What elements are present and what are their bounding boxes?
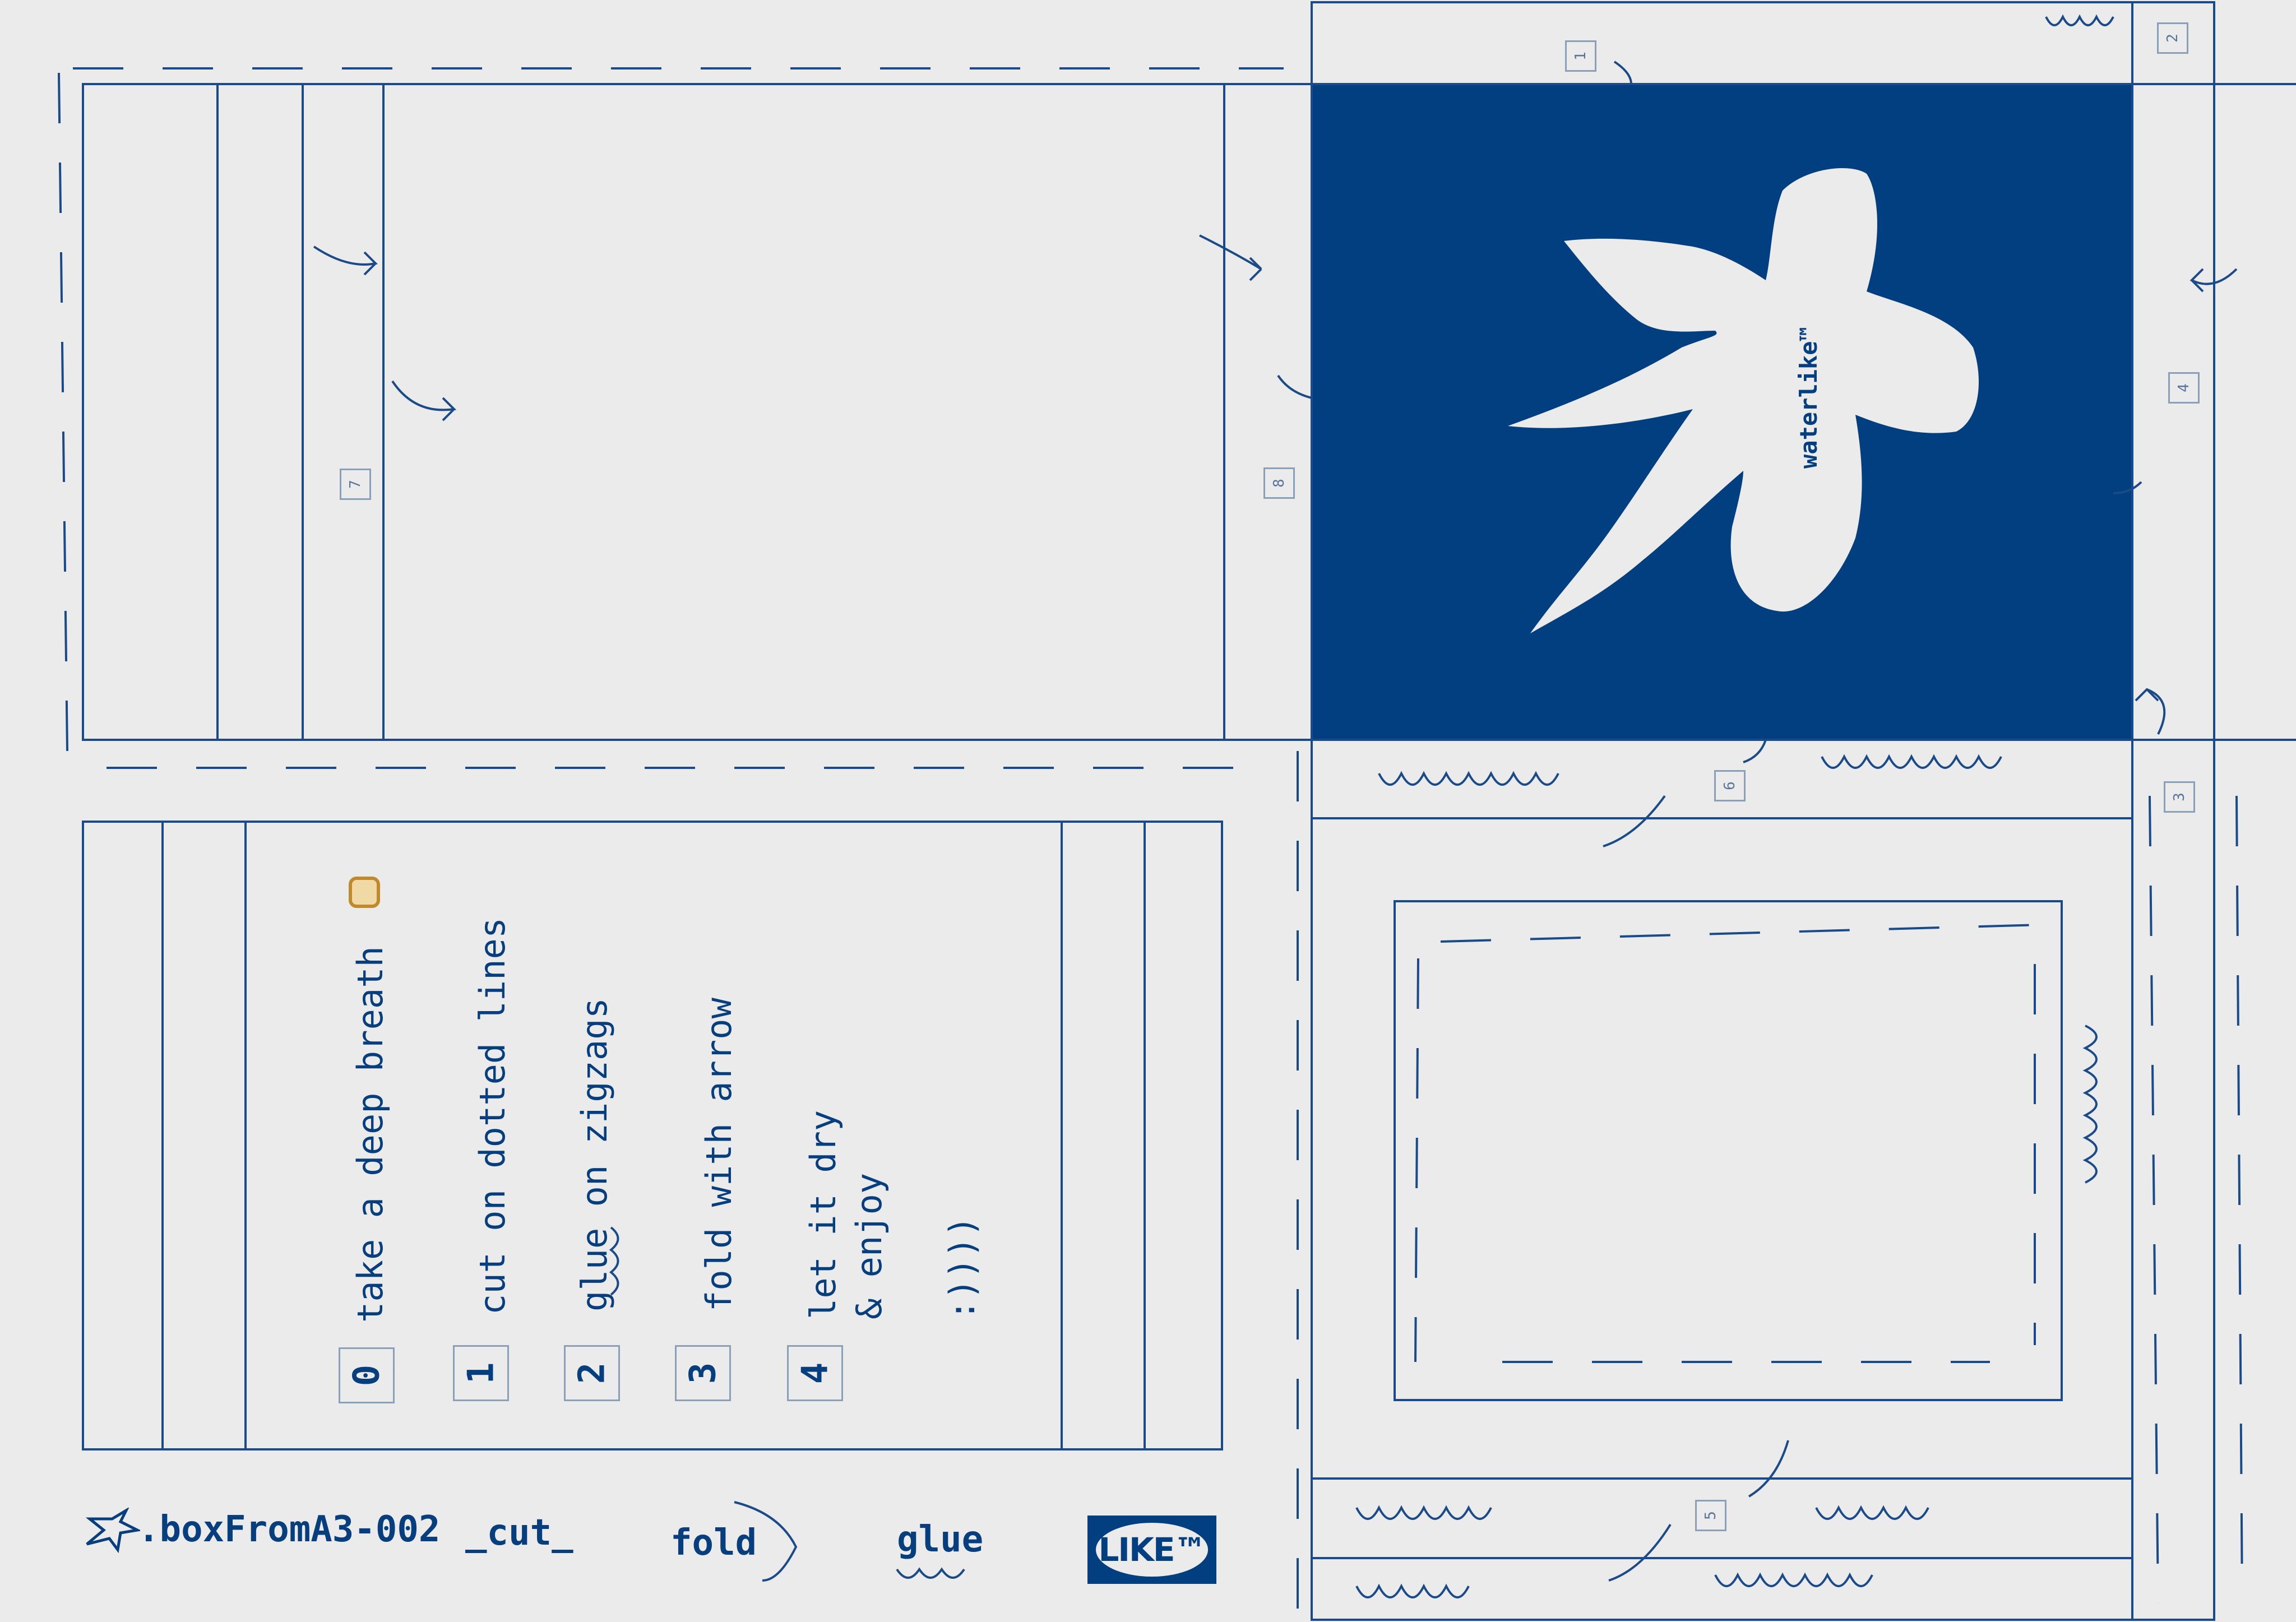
emoji-icon [349,877,380,908]
step-number: 1 [453,1345,509,1401]
step-text: cut on dotted lines [472,917,513,1315]
step-number: 0 [339,1347,395,1403]
leaf-flower-icon [78,1507,142,1558]
top-back-panel [82,83,1225,741]
like-logo: LIKE™ [1087,1516,1216,1584]
panel-number: 4 [2168,372,2200,404]
legend-cut: _cut_ [465,1512,573,1554]
step-number: 2 [564,1345,620,1401]
legend-glue: glue [897,1519,984,1560]
panel-number: 3 [2164,781,2195,813]
step-number: 4 [787,1345,843,1401]
panel-number: 1 [1565,40,1596,72]
step-text: take a deep breath [350,946,391,1323]
panel-number: 5 [1695,1500,1726,1531]
smiley-text: :)))) [942,1216,983,1320]
glue-zigzags [609,14,2114,1598]
leaf-flower-icon [1508,168,1979,633]
step-text: let it dry [803,1110,844,1319]
step-number: 3 [675,1345,731,1401]
product-name: waterlike™ [1795,327,1822,469]
panel-number: 7 [340,469,371,500]
sheet-id: .boxFromA3-002 [138,1509,441,1550]
fold-arrows [313,61,2238,1582]
panel-number: 6 [1714,770,1746,801]
step-text: fold with arrow [698,998,739,1311]
step-text: & enjoy [849,1173,890,1319]
legend-fold: fold [670,1522,757,1564]
panel-number: 8 [1263,467,1295,499]
step-text: glue on zigzags [574,998,615,1311]
cut-lines [58,67,2243,1614]
panel-number: 2 [2157,22,2188,54]
